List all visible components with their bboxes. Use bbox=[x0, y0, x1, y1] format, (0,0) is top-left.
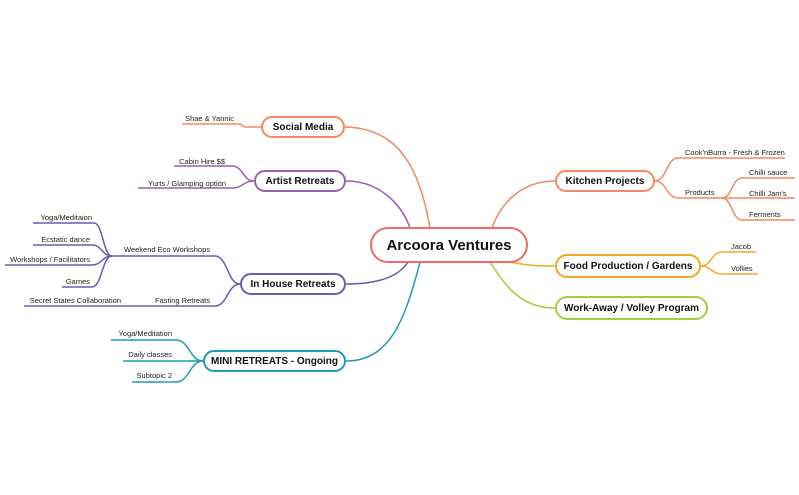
edge-artist-yurts bbox=[231, 180, 255, 189]
topic-kitchen-projects-label: Kitchen Projects bbox=[565, 175, 645, 187]
edge-root-food-production bbox=[509, 261, 556, 267]
topic-artist-retreats[interactable]: Artist Retreats bbox=[254, 170, 346, 192]
subtopic-ecstatic-dance[interactable]: Ecstatic dance bbox=[41, 235, 90, 244]
edge-root-work-away bbox=[489, 261, 556, 309]
edge-food-vollies bbox=[700, 265, 723, 275]
subtopic-shae-yannic[interactable]: Shae & Yannic bbox=[185, 114, 234, 123]
subtopic-jacob[interactable]: Jacob bbox=[731, 242, 752, 251]
edge-inhouse-weekend bbox=[214, 255, 241, 285]
subtopic-yoga-meditation[interactable]: Yoga/Meditation bbox=[118, 329, 172, 338]
subtopic-products[interactable]: Products bbox=[685, 188, 715, 197]
subtopic-cooknburra[interactable]: Cook'nBurra - Fresh & Frozen bbox=[685, 148, 785, 157]
edge-root-in-house-retreats bbox=[345, 261, 409, 285]
subtopic-daily-classes[interactable]: Daily classes bbox=[128, 350, 172, 359]
edge-root-kitchen-projects bbox=[491, 180, 556, 229]
subtopic-chilli-sauce[interactable]: Chilli sauce bbox=[749, 168, 788, 177]
subtopic-yurts-glamping[interactable]: Yurts / Glamping option bbox=[148, 179, 226, 188]
edge-root-artist-retreats bbox=[345, 180, 411, 229]
topic-food-production[interactable]: Food Production / Gardens bbox=[555, 254, 701, 278]
subtopic-secret-states[interactable]: Secret States Collaboration bbox=[29, 296, 121, 305]
subtopic-workshops-facilitators[interactable]: Workshops / Facilitators bbox=[10, 255, 90, 264]
subtopic-chilli-jams[interactable]: Chilli Jam's bbox=[749, 189, 787, 198]
subtopic-cabin-hire[interactable]: Cabin Hire $$ bbox=[179, 157, 225, 166]
topic-food-production-label: Food Production / Gardens bbox=[563, 260, 693, 272]
subtopic-vollies[interactable]: Vollies bbox=[731, 264, 753, 273]
root-topic[interactable]: Arcoora Ventures bbox=[370, 227, 528, 263]
subtopic-fasting-retreats[interactable]: Fasting Retreats bbox=[154, 296, 210, 305]
edge-products-ferments bbox=[721, 197, 743, 221]
topic-kitchen-projects[interactable]: Kitchen Projects bbox=[555, 170, 655, 192]
subtopic-ferments[interactable]: Ferments bbox=[749, 210, 781, 219]
topic-in-house-retreats[interactable]: In House Retreats bbox=[240, 273, 346, 295]
edge-root-social-media bbox=[344, 126, 431, 229]
topic-mini-retreats-label: MINI RETREATS - Ongoing bbox=[210, 355, 339, 367]
topic-social-media[interactable]: Social Media bbox=[261, 116, 345, 138]
edge-mini-yoga bbox=[175, 339, 204, 362]
topic-in-house-retreats-label: In House Retreats bbox=[250, 278, 336, 290]
subtopic-weekend-eco-workshops[interactable]: Weekend Eco Workshops bbox=[123, 245, 210, 254]
edge-mini-subtopic bbox=[175, 360, 204, 383]
subtopic-games[interactable]: Games bbox=[65, 277, 90, 286]
edge-artist-cabin bbox=[231, 165, 255, 182]
topic-artist-retreats-label: Artist Retreats bbox=[265, 175, 335, 187]
edge-products-sauce bbox=[721, 177, 743, 199]
root-topic-label: Arcoora Ventures bbox=[386, 236, 512, 254]
edge-food-jacob bbox=[700, 251, 723, 267]
edge-weekend-games bbox=[91, 255, 113, 288]
topic-mini-retreats[interactable]: MINI RETREATS - Ongoing bbox=[203, 350, 346, 372]
topic-work-away-label: Work-Away / Volley Program bbox=[563, 302, 700, 314]
edge-social-media-shae bbox=[182, 123, 261, 128]
edge-kitchen-cooknburra bbox=[654, 157, 679, 182]
subtopic-yoga-meditaion[interactable]: Yoga/Meditaion bbox=[40, 213, 92, 222]
topic-social-media-label: Social Media bbox=[272, 121, 334, 133]
edge-kitchen-products bbox=[654, 180, 679, 199]
topic-work-away[interactable]: Work-Away / Volley Program bbox=[555, 296, 708, 320]
edge-inhouse-fasting bbox=[214, 283, 241, 307]
edge-root-mini-retreats bbox=[345, 261, 421, 362]
subtopic-subtopic-2[interactable]: Subtopic 2 bbox=[136, 371, 172, 380]
